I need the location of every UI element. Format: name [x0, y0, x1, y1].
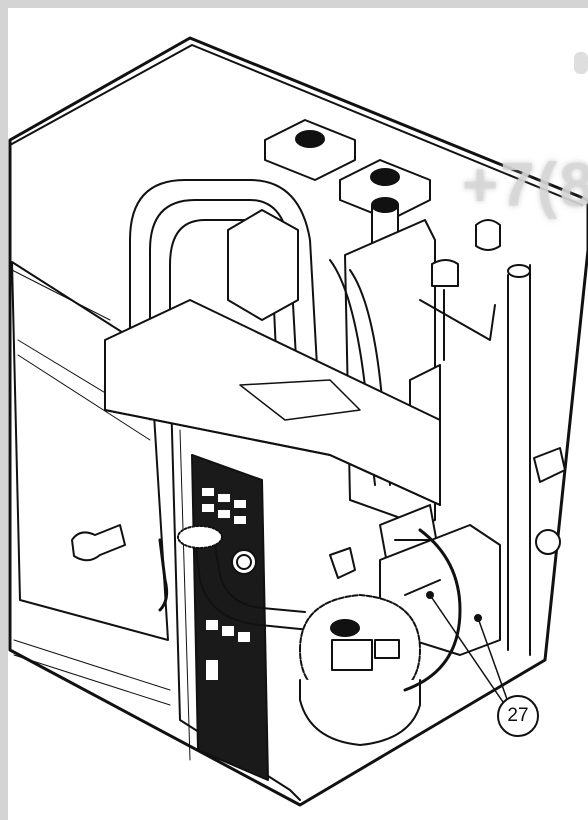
- strainer-mesh: [177, 525, 223, 549]
- housing-top-edge: [9, 44, 583, 206]
- callout-label-27: 27: [497, 695, 539, 737]
- blower-fan: [299, 594, 421, 746]
- top-cap-left: [264, 119, 356, 181]
- fitting-right-upper: [533, 447, 566, 483]
- sensor-knob-left: [431, 259, 459, 287]
- sensor-knob-right: [475, 219, 501, 251]
- callout-leader-1: [429, 594, 506, 706]
- fitting-left-valve: [71, 524, 126, 562]
- top-cap-right: [339, 159, 431, 221]
- fitting-right-lower: [535, 529, 561, 555]
- fitting-mid-nipple: [329, 547, 356, 579]
- callout-leader-2: [477, 617, 509, 703]
- tube-clamp: [227, 209, 299, 321]
- watermark-fragment: [574, 52, 588, 74]
- door-hinge: [158, 538, 169, 612]
- watermark-text: +7(8: [462, 151, 588, 220]
- vertical-pipe-right: [507, 264, 531, 656]
- gas-inlet-pipe: [194, 539, 311, 631]
- flexible-hose: [403, 528, 462, 692]
